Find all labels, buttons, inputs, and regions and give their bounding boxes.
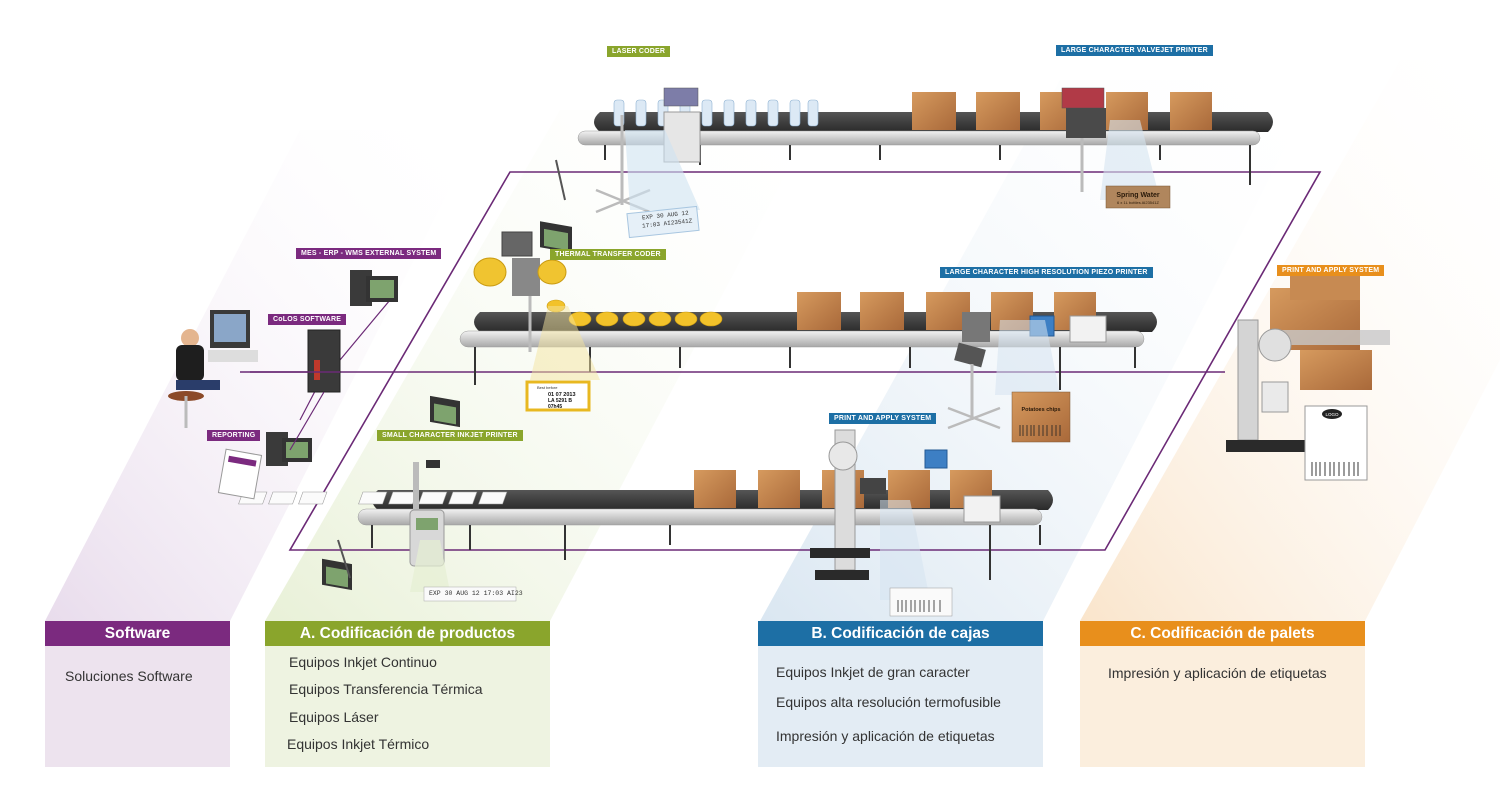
tag-valvejet-printer: LARGE CHARACTER VALVEJET PRINTER — [1056, 45, 1213, 56]
operator-workstation — [168, 310, 258, 428]
chip-bags — [546, 299, 723, 327]
piezo-printer — [947, 312, 1107, 430]
bottom-line-monitor — [322, 539, 352, 591]
print-apply-bottom-machine — [810, 429, 1001, 600]
tag-mes-erp-wms: MES - ERP - WMS EXTERNAL SYSTEM — [296, 248, 442, 259]
cajas-item-2: Equipos alta resolución termofusible — [776, 694, 1001, 710]
top-line-monitor — [540, 159, 572, 253]
spring-water-sub: 6 x 1L bottles AI23541Z — [1117, 200, 1159, 205]
middle-line-monitor — [430, 395, 460, 428]
thermal-transfer-coder — [473, 231, 600, 380]
tag-colos-software: CoLOS SOFTWARE — [268, 314, 347, 325]
productos-item-2: Equipos Transferencia Térmica — [289, 681, 483, 697]
panel-software-title: Software — [45, 621, 230, 646]
tag-reporting: REPORTING — [207, 430, 261, 441]
laser-coder — [595, 87, 701, 214]
panel-palets-title: C. Codificación de palets — [1080, 621, 1365, 646]
tag-print-apply-pallet: PRINT AND APPLY SYSTEM — [1277, 265, 1385, 276]
thermal-label-line2: 01 07 2013 — [548, 392, 576, 398]
tag-thermal-transfer: THERMAL TRANSFER CODER — [550, 249, 666, 260]
pallet-logo-text: LOGO — [1325, 412, 1339, 417]
productos-item-1: Equipos Inkjet Continuo — [289, 654, 437, 670]
thermal-label-line3: LA 5291 B — [548, 398, 572, 404]
panel-productos: A. Codificación de productos Equipos Ink… — [265, 621, 550, 767]
tag-laser-coder: LASER CODER — [607, 46, 671, 57]
productos-item-3: Equipos Láser — [289, 709, 379, 725]
reporting-computer — [217, 432, 312, 500]
small-inkjet-printer — [409, 460, 450, 592]
colos-server — [307, 329, 341, 393]
spring-water-label: Spring Water — [1116, 192, 1160, 199]
box-label-text: Potatoes chips — [1021, 407, 1060, 413]
food-trays — [238, 491, 508, 505]
palets-item-1: Impresión y aplicación de etiquetas — [1108, 665, 1327, 681]
panel-productos-title: A. Codificación de productos — [265, 621, 550, 646]
tag-print-apply-box: PRINT AND APPLY SYSTEM — [829, 413, 937, 424]
external-system-computer — [350, 270, 398, 306]
valvejet-printer — [1061, 87, 1160, 200]
panel-cajas-title: B. Codificación de cajas — [758, 621, 1043, 646]
inkjet-code: EXP 30 AUG 12 17:03 AI23 — [429, 590, 523, 597]
tag-piezo-printer: LARGE CHARACTER HIGH RESOLUTION PIEZO PR… — [940, 267, 1153, 278]
tag-small-inkjet: SMALL CHARACTER INKJET PRINTER — [377, 430, 523, 441]
thermal-label-line1: Best before — [537, 385, 558, 390]
software-item-1: Soluciones Software — [65, 668, 193, 684]
panel-cajas: B. Codificación de cajas Equipos Inkjet … — [758, 621, 1043, 767]
cajas-item-1: Equipos Inkjet de gran caracter — [776, 664, 970, 680]
productos-item-4: Equipos Inkjet Térmico — [287, 736, 430, 752]
network-frame — [288, 171, 1322, 551]
panel-palets: C. Codificación de palets Impresión y ap… — [1080, 621, 1365, 767]
thermal-label-line4: 07h45 — [548, 404, 562, 410]
panel-software: Software Soluciones Software — [45, 621, 230, 767]
cajas-item-3: Impresión y aplicación de etiquetas — [776, 728, 995, 744]
